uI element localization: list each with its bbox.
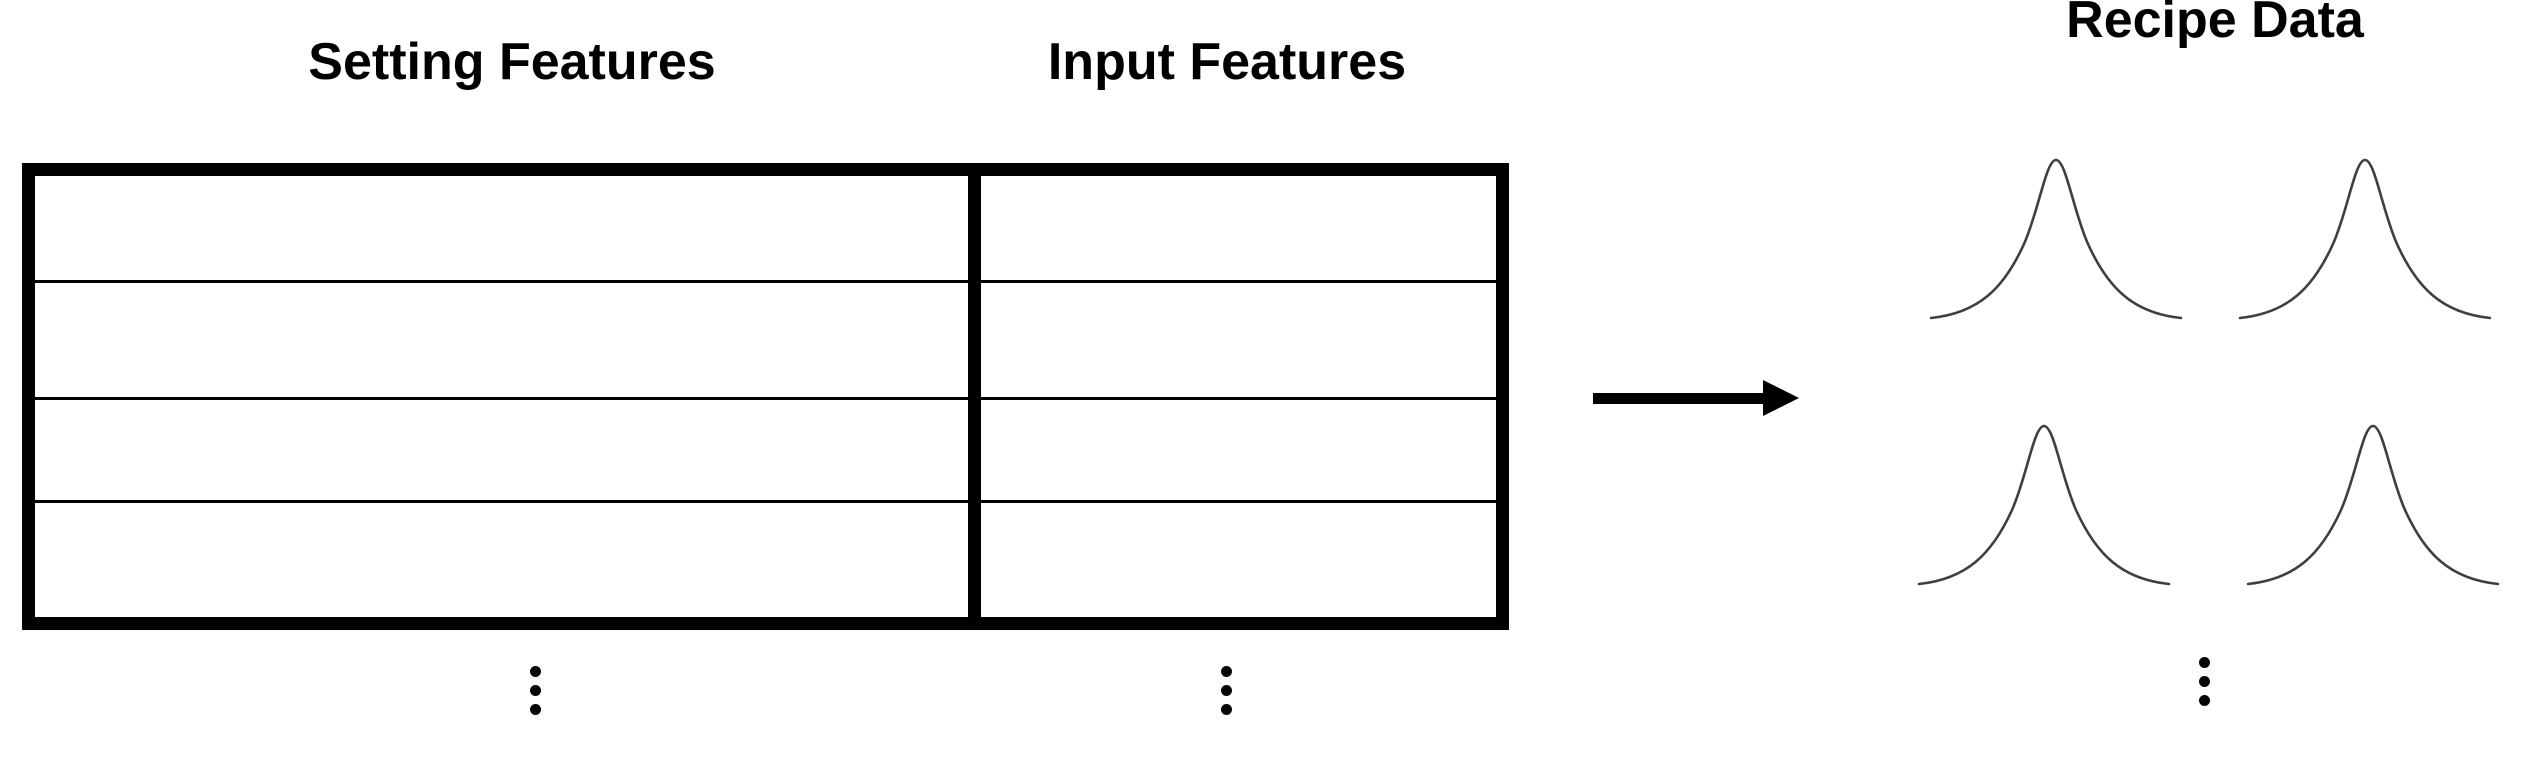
table-row-separator (35, 280, 1496, 283)
vertical-ellipsis-input-column (1221, 666, 1232, 715)
features-table (22, 163, 1509, 630)
vertical-ellipsis-recipe (2199, 657, 2210, 706)
ellipsis-dot (1221, 666, 1232, 677)
table-row-separator (35, 397, 1496, 400)
ellipsis-dot (2199, 695, 2210, 706)
gaussian-curve (2246, 424, 2500, 586)
ellipsis-dot (530, 704, 541, 715)
right-arrow-icon (1593, 380, 1799, 417)
setting-features-header: Setting Features (308, 33, 716, 91)
gaussian-curve (1929, 158, 2183, 320)
ellipsis-dot (530, 666, 541, 677)
recipe-data-title: Recipe Data (2066, 0, 2364, 49)
input-features-header: Input Features (1047, 33, 1407, 91)
vertical-ellipsis-setting-column (530, 666, 541, 715)
ellipsis-dot (2199, 657, 2210, 668)
arrow-head (1763, 380, 1799, 416)
table-column-divider (968, 176, 981, 617)
gaussian-curve (1917, 424, 2171, 586)
ellipsis-dot (530, 685, 541, 696)
ellipsis-dot (2199, 676, 2210, 687)
gaussian-curve (2238, 158, 2492, 320)
ellipsis-dot (1221, 704, 1232, 715)
arrow-shaft (1593, 393, 1765, 404)
table-row-separator (35, 500, 1496, 503)
ellipsis-dot (1221, 685, 1232, 696)
